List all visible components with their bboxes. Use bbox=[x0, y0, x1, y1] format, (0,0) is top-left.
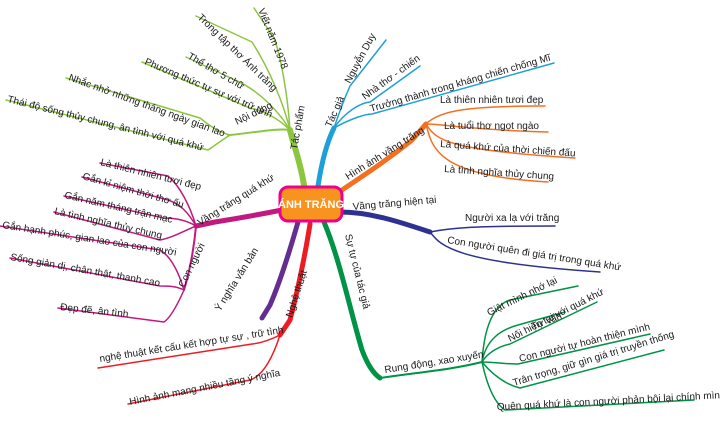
branch-line-cn-gian-di bbox=[9, 257, 185, 291]
branch-vang-trang-qua-khu: Vầng trăng quá khứ Là thiên nhiên tươi đ… bbox=[0, 157, 285, 323]
label-nguyen-duy: Nguyễn Duy bbox=[341, 31, 378, 86]
branch-tac-gia: Tác giả Nguyễn Duy Nhà thơ - chiến Trưởn… bbox=[315, 31, 555, 189]
branch-line-nha-tho bbox=[333, 65, 421, 129]
branch-line-qk-tinh-nghia bbox=[53, 211, 197, 241]
branch-line-con-nguoi-quen bbox=[429, 231, 601, 273]
branch-line-tu-hoan-thien bbox=[481, 333, 651, 365]
center-title: ÁNH TRĂNG bbox=[278, 198, 344, 211]
branch-line-thien-nhien bbox=[425, 105, 546, 125]
branch-line-tuoi-tho bbox=[425, 123, 549, 133]
label-hinh-anh-vang-trang: Hình ảnh vầng trăng bbox=[343, 124, 426, 182]
branch-line-rung-dong bbox=[379, 361, 483, 379]
branch-line-qk-tho-au bbox=[81, 176, 197, 227]
branch-line-hien-tai bbox=[337, 209, 433, 235]
branch-line-tinh-nghia bbox=[425, 123, 549, 183]
branch-line-the-tho bbox=[185, 56, 291, 131]
branch-line-qk-tran-mac bbox=[63, 195, 197, 227]
branch-line-con-nguoi bbox=[183, 225, 197, 291]
branch-line-tac-gia bbox=[315, 125, 337, 189]
label-tac-gia: Tác giả bbox=[324, 94, 348, 129]
branch-line-qk-thien-nhien bbox=[99, 162, 197, 227]
label-nguoi-xa-la: Người xa lạ với trăng bbox=[465, 213, 559, 224]
label-ha-tuoi-tho: Là tuổi thơ ngọt ngào bbox=[444, 120, 539, 132]
center-node: ÁNH TRĂNG bbox=[278, 185, 344, 223]
label-thai-do: Thái độ sống thủy chung, ân tình với quá… bbox=[6, 93, 205, 154]
label-ha-qua-khu: Là quá khứ của thời chiến đấu bbox=[440, 138, 576, 159]
label-vang-trang-hien-tai: Vầng trăng hiện tại bbox=[352, 194, 437, 213]
branch-vang-trang-hien-tai: Vầng trăng hiện tại Người xa lạ với trăn… bbox=[337, 194, 622, 273]
branch-line-thai-do bbox=[5, 99, 231, 151]
label-nghe-thuat: Nghệ thuật bbox=[284, 269, 310, 319]
label-viet-nam-1978: Viết năm 1978 bbox=[255, 7, 290, 72]
center-box bbox=[278, 185, 344, 223]
label-giat-minh: Giật mình nhớ lại bbox=[485, 275, 559, 318]
branch-line-noi-hien-tai bbox=[481, 301, 598, 363]
branch-line-truong-thanh bbox=[333, 62, 555, 129]
branch-line-nhac-nho bbox=[65, 77, 231, 136]
branch-line-nguyen-duy bbox=[333, 39, 387, 129]
branch-line-phuong-thuc bbox=[141, 61, 291, 131]
branch-line-nguoi-xa-la bbox=[429, 225, 556, 233]
branch-line-giat-minh bbox=[481, 285, 579, 363]
branch-line-hinh-anh bbox=[333, 121, 429, 197]
label-con-nguoi-quen: Con người quên đi giá trị trong quá khứ bbox=[447, 235, 622, 273]
branch-line-trong-tap-tho bbox=[195, 15, 291, 131]
branch-line-noi-dung bbox=[227, 128, 291, 137]
label-hinh-anh-tang-y-nghia: Hình ảnh mang nhiều tầng ý nghĩa bbox=[128, 367, 281, 408]
branch-tac-pham: Tác phẩm Viết năm 1978 Trong tập thơ Ánh… bbox=[5, 7, 308, 188]
label-rung-dong: Rung động, xao xuyến bbox=[384, 348, 485, 376]
branch-line-y-nghia bbox=[259, 219, 301, 321]
label-ket-cau: nghệ thuật kết cấu kết hợp tự sự , trữ t… bbox=[99, 324, 285, 365]
branch-line-tac-pham bbox=[287, 127, 307, 188]
branch-line-nghe-thuat bbox=[277, 221, 313, 338]
branch-line-qua-khu bbox=[425, 123, 576, 159]
branch-line-viet-nam bbox=[253, 7, 291, 131]
label-y-nghia-van-ban: Ý nghĩa văn bản bbox=[212, 245, 262, 314]
label-cn-gian-di: Sống giản dị, chân thật, thanh cao bbox=[9, 251, 161, 289]
branch-y-nghia: Ý nghĩa văn bản bbox=[212, 219, 301, 321]
branch-line-cn-hanh-phuc bbox=[0, 225, 185, 291]
branch-line-su-tu bbox=[321, 219, 383, 381]
branch-line-cn-dep-de bbox=[57, 289, 185, 323]
branch-line-tu-van bbox=[481, 311, 566, 363]
branch-line-tran-trong bbox=[481, 349, 665, 389]
label-cn-dep-de: Đẹp đẽ, ân tình bbox=[60, 302, 129, 320]
branch-line-ket-cau bbox=[97, 334, 281, 369]
label-ha-thien-nhien: Là thiên nhiên tươi đẹp bbox=[440, 95, 544, 106]
label-quen-qua-khu: Quên quá khứ là con người phản bội lại c… bbox=[497, 390, 720, 413]
branch-line-qua-khu bbox=[193, 207, 285, 229]
branch-line-hinh-anh-ynghia bbox=[127, 334, 281, 405]
label-ha-tinh-nghia: Là tình nghĩa thủy chung bbox=[444, 163, 555, 183]
branch-line-quen-qua-khu bbox=[481, 361, 695, 411]
